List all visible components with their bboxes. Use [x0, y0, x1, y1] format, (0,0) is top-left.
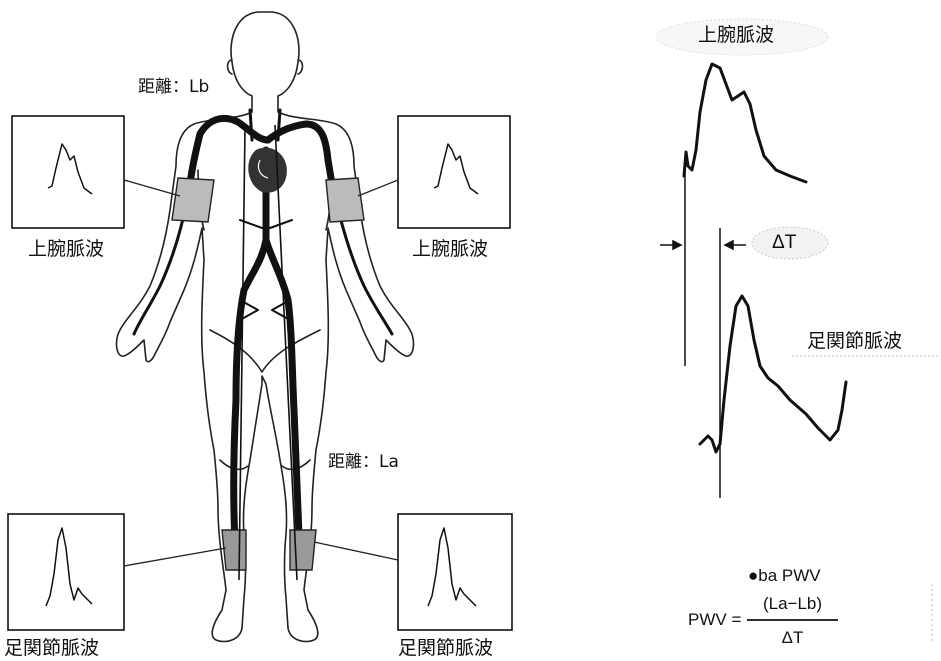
- box-brachial-left: [12, 116, 124, 228]
- delta-t-arrows: [660, 241, 746, 249]
- wave-ankle-right: [428, 528, 476, 606]
- wave-ankle-left: [46, 528, 92, 606]
- distance-la-label: 距離：La: [328, 454, 399, 471]
- wave-brachial-right: [434, 144, 478, 194]
- formula-denominator: ΔT: [747, 628, 838, 648]
- ankle-waveform-title: 足関節脈波: [807, 332, 902, 351]
- cuff-left-arm: [172, 178, 214, 222]
- wave-brachial-left: [48, 144, 92, 194]
- brachial-label-right: 上腕脈波: [412, 240, 488, 259]
- delta-t-label: ΔT: [772, 233, 796, 252]
- brachial-waveform-title: 上腕脈波: [698, 26, 774, 45]
- formula-heading: ●ba PWV: [748, 566, 821, 586]
- box-ankle-left: [8, 514, 124, 630]
- ankle-label-right: 足関節脈波: [398, 639, 493, 658]
- distance-lb-label: 距離：Lb: [138, 79, 209, 96]
- ankle-label-left: 足関節脈波: [4, 639, 99, 658]
- brachial-waveform: [684, 64, 806, 182]
- small-waveforms: [46, 144, 478, 606]
- box-ankle-right: [398, 514, 512, 630]
- formula-numerator: (La−Lb): [747, 594, 838, 614]
- cuff-right-ankle: [290, 530, 316, 570]
- body-outline: [117, 12, 414, 642]
- heart: [248, 148, 287, 193]
- box-brachial-right: [398, 116, 510, 228]
- cuff-right-arm: [326, 178, 364, 222]
- formula-lhs: PWV =: [688, 610, 741, 630]
- large-waveforms: [684, 64, 846, 452]
- ankle-waveform: [700, 296, 846, 452]
- cuff-left-ankle: [222, 530, 246, 570]
- brachial-label-left: 上腕脈波: [28, 240, 104, 259]
- waveform-boxes: [8, 116, 512, 630]
